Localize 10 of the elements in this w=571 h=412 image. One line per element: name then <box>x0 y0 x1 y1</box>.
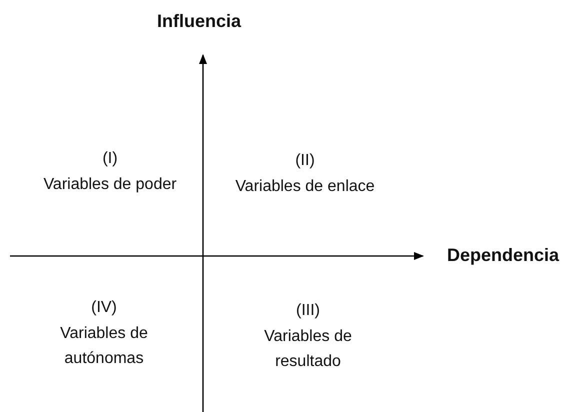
quadrant-number: (IV) <box>90 298 118 318</box>
axis-title: Influencia <box>156 10 242 33</box>
axis-title: Dependencia <box>446 244 560 267</box>
quadrant-number: (I) <box>101 149 119 169</box>
quadrant-number: (III) <box>295 301 321 321</box>
quadrant-number: (II) <box>294 151 316 171</box>
quadrant-label: Variables de poder <box>42 175 178 195</box>
quadrant-label: Variables de resultado <box>263 327 353 372</box>
quadrant-label: Variables de autónomas <box>59 324 149 369</box>
quadrant-label: Variables de enlace <box>234 177 376 197</box>
